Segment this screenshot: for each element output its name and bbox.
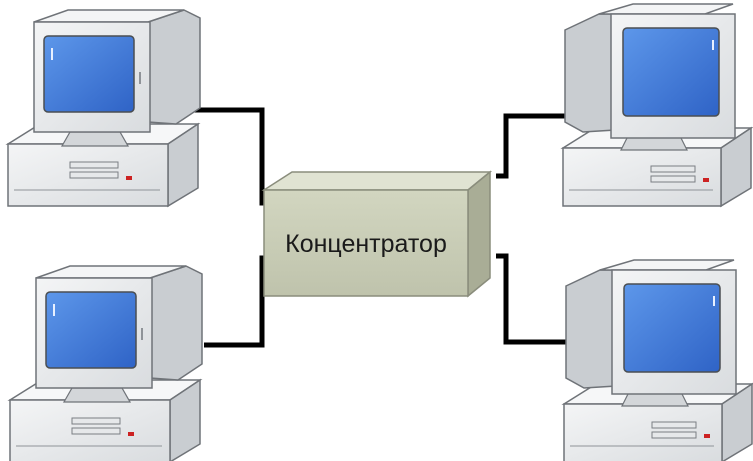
computer-bottom-right	[563, 259, 753, 461]
computer-bottom-left	[9, 265, 203, 461]
cable-bottom-right	[496, 253, 588, 345]
hub-front-face	[263, 189, 469, 297]
cable-top-right	[496, 113, 590, 179]
hub-side-face	[467, 170, 491, 298]
computer-top-left	[7, 9, 201, 207]
cable-top-left	[190, 107, 272, 206]
computer-top-right	[562, 3, 752, 207]
hub-top-face	[261, 171, 493, 191]
hub-box: Концентратор	[261, 170, 493, 298]
hub-label: Концентратор	[285, 230, 447, 258]
cable-bottom-left	[204, 255, 272, 348]
